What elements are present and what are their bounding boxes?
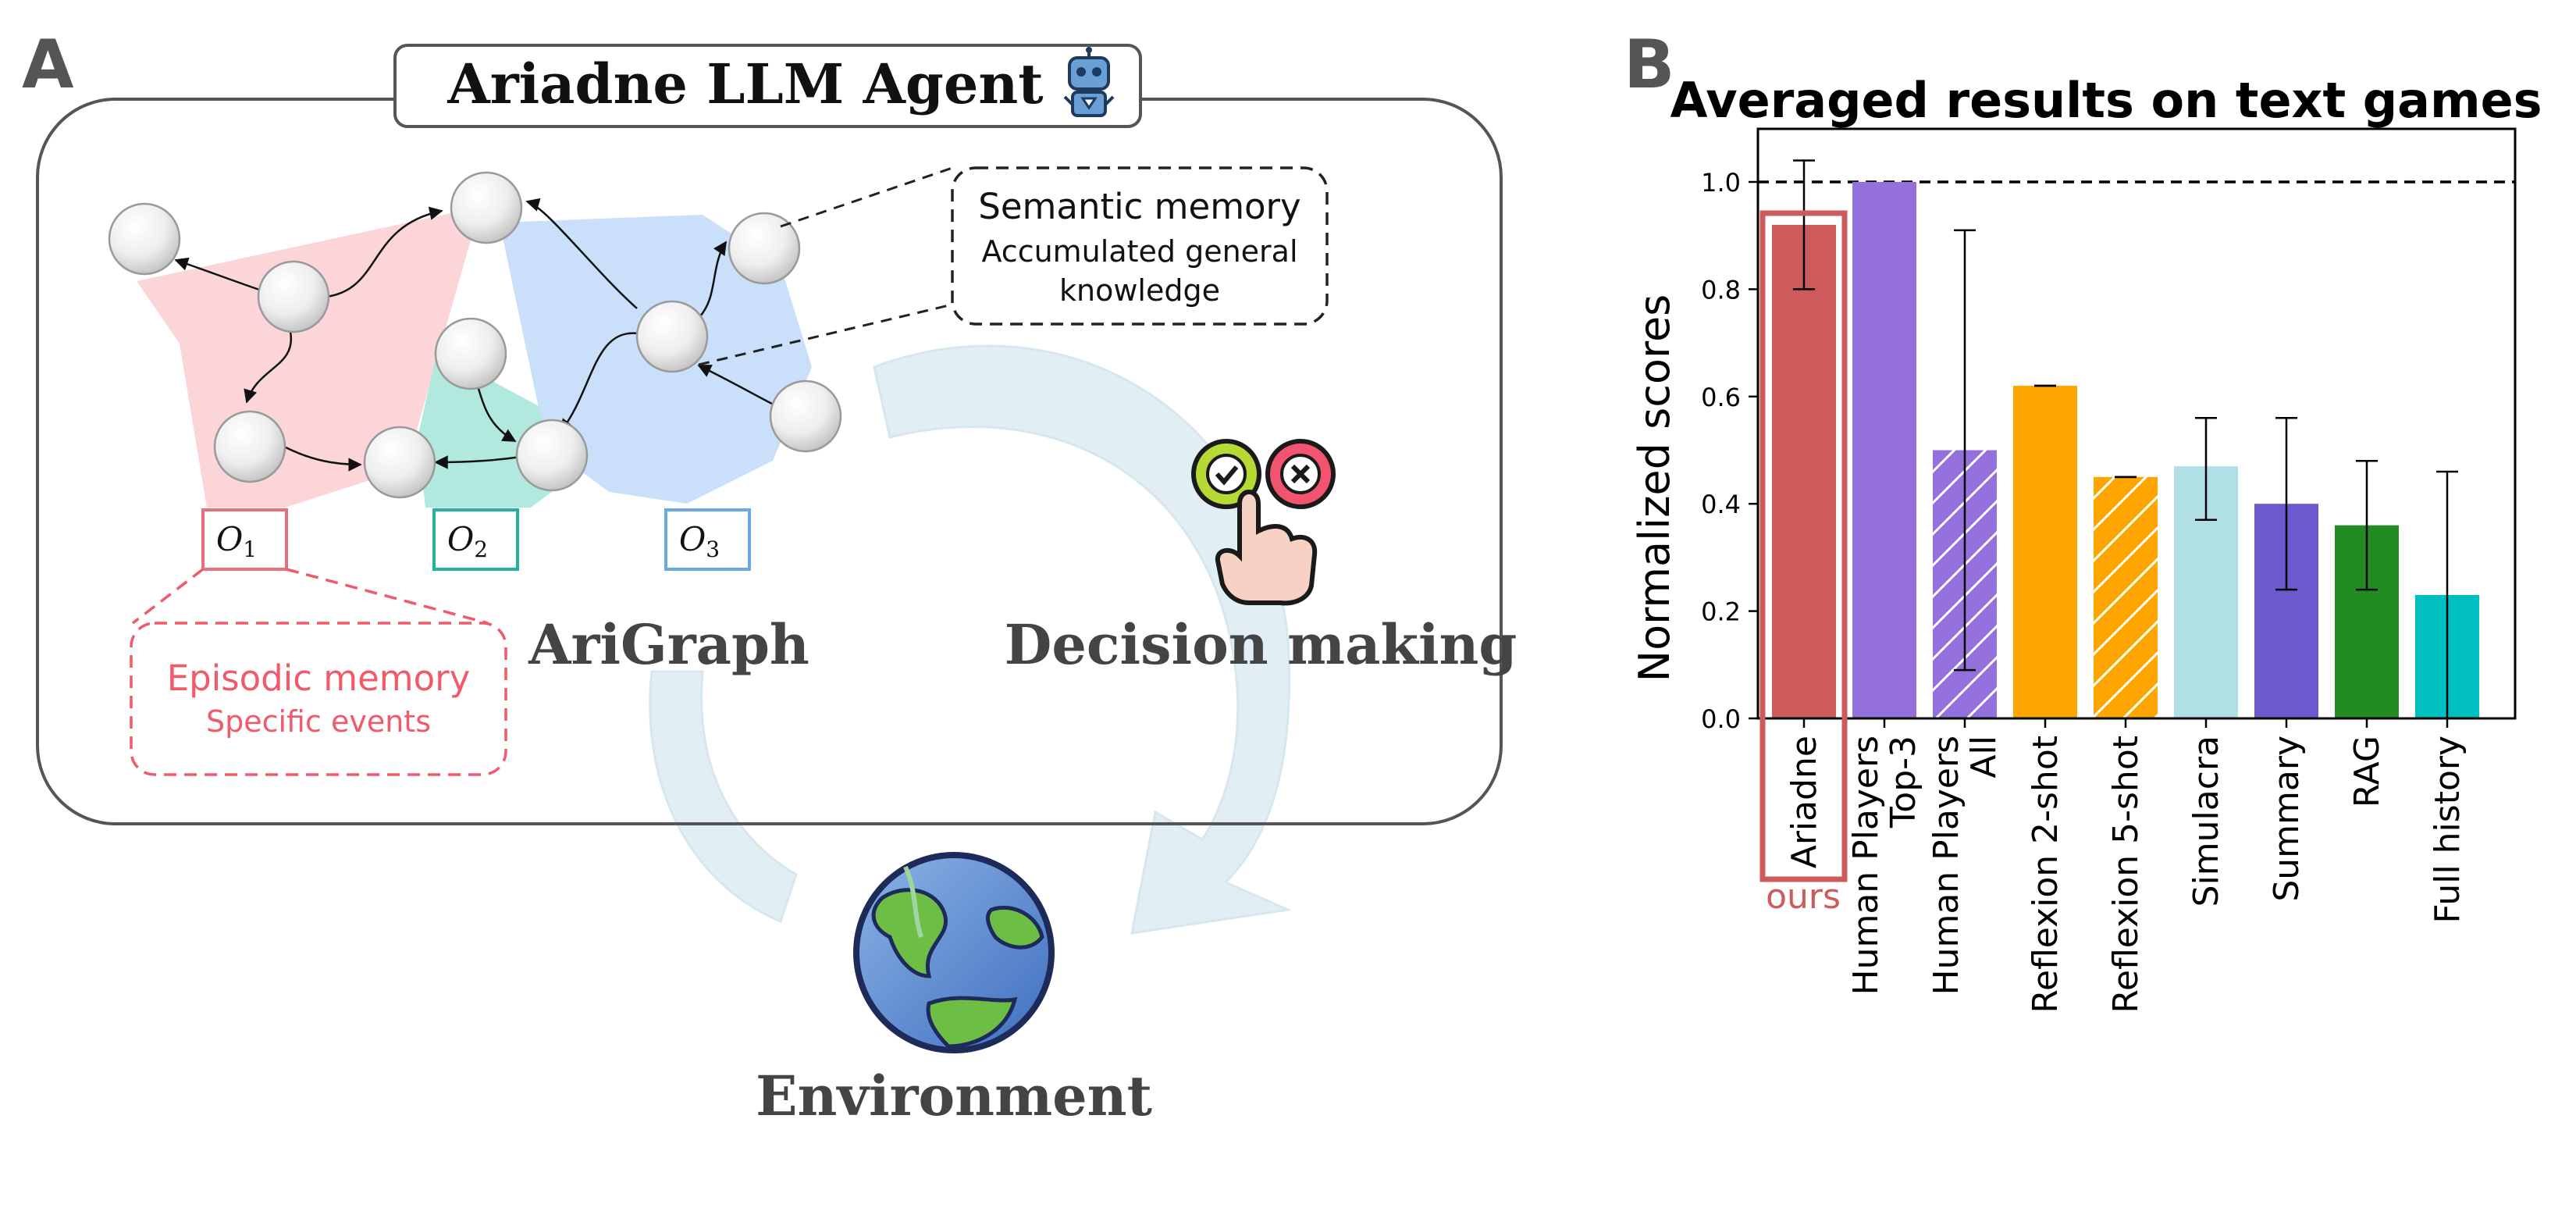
semantic-memory-box [951, 166, 1329, 326]
graph-node [257, 260, 330, 333]
x-tick-label: Reflexion 5-shot [2106, 736, 2146, 1014]
x-tick-label: Ariadne [1784, 736, 1824, 868]
x-tick-label: Simulacra [2186, 736, 2226, 907]
y-tick-label: 0.0 [1701, 704, 1741, 734]
semantic-memory-line2: knowledge [1059, 273, 1220, 308]
x-tick-label: Summary [2267, 736, 2307, 902]
y-tick-label: 0.2 [1701, 597, 1741, 627]
x-tick-label: RAG [2347, 736, 2387, 807]
graph-node [213, 410, 286, 483]
ours-label: ours [1766, 877, 1841, 917]
panel-a-letter: A [22, 26, 74, 104]
check-icon [1191, 439, 1261, 509]
bar [2013, 386, 2077, 718]
observation-sub: 1 [243, 536, 257, 562]
x-tick-label: All [1964, 736, 2004, 779]
y-tick-label: 0.6 [1701, 383, 1741, 412]
episodic-pointer [131, 568, 489, 625]
y-tick-label: 1.0 [1701, 168, 1741, 198]
observation-letter: O [679, 520, 706, 558]
graph-node [108, 202, 181, 276]
observation-letter: O [216, 520, 243, 558]
bar [1852, 182, 1916, 718]
arigraph-label: AriGraph [528, 612, 809, 677]
bar-hatch [2094, 476, 2158, 718]
graph-node [515, 419, 589, 492]
observation-o3: O3 [664, 508, 751, 571]
panel-b: B Averaged results on text games Normali… [1624, 26, 2542, 1014]
globe-icon [853, 852, 1055, 1053]
cross-icon [1265, 439, 1336, 509]
svg-text:O1: O1 [216, 520, 257, 562]
graph-node [450, 171, 523, 244]
plot-frame [1756, 127, 2517, 720]
x-tick-label: Top-3 [1884, 736, 1923, 828]
svg-text:O2: O2 [447, 520, 488, 562]
semantic-pointer [780, 166, 953, 228]
chart-title: Averaged results on text games [1670, 72, 2542, 129]
robot-icon [1063, 47, 1115, 117]
graph-edges [174, 198, 792, 472]
graph-node [363, 426, 436, 499]
agent-title: Ariadne LLM Agent [447, 52, 1043, 116]
observation-sub: 2 [474, 536, 488, 562]
bar [1772, 224, 1836, 719]
semantic-memory-line1: Accumulated general [981, 234, 1297, 269]
svg-text:O3: O3 [679, 520, 720, 562]
x-tick-label: Reflexion 2-shot [2026, 736, 2065, 1014]
episodic-memory-title: Episodic memory [167, 657, 471, 699]
x-tick-label: Full history [2428, 736, 2467, 924]
episodic-memory-subtitle: Specific events [206, 704, 431, 739]
x-tick-label: Human Players [1927, 736, 1966, 996]
title-box [393, 44, 1142, 128]
y-axis-label: Normalized scores [1630, 294, 1679, 682]
graph-node [635, 300, 709, 373]
cycle-arrow [649, 344, 1293, 935]
episodic-memory-box [130, 622, 507, 776]
x-tick-label: Human Players [1846, 736, 1886, 996]
panel-b-letter: B [1624, 26, 1675, 104]
graph-nodes [108, 171, 842, 499]
y-tick-label: 0.4 [1701, 490, 1741, 519]
observation-sub: 3 [706, 536, 720, 562]
y-tick-label: 0.8 [1701, 275, 1741, 305]
semantic-memory-title: Semantic memory [978, 186, 1300, 227]
graph-node [769, 380, 842, 453]
observation-letter: O [447, 520, 474, 558]
environment-label: Environment [756, 1064, 1152, 1128]
panel-a: A Ariadne LLM Agent [22, 26, 1517, 1128]
pointing-hand-icon [1215, 490, 1318, 606]
graph-node [728, 212, 801, 285]
semantic-pointer [698, 303, 953, 366]
ours-highlight-box [1759, 210, 1848, 882]
decision-making-label: Decision making [1005, 612, 1517, 677]
observation-o2: O2 [432, 508, 519, 571]
observation-o1: O1 [201, 508, 288, 571]
graph-node [434, 317, 507, 390]
